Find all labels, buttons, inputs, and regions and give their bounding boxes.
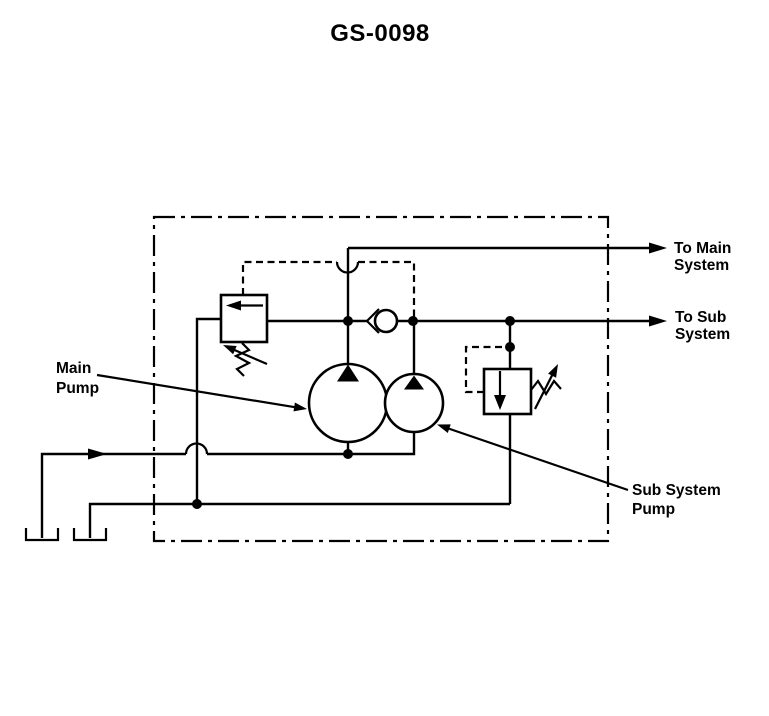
sub-pump-leader-arrowhead xyxy=(437,424,451,433)
pressure-valve-symbol xyxy=(482,364,562,416)
to-main-system-label-line2: System xyxy=(674,257,729,274)
suction-arrowhead xyxy=(88,448,107,460)
sub-system-pump-label-line1: Sub System xyxy=(632,482,721,499)
main-pump-symbol xyxy=(307,362,389,444)
check-valve-seat xyxy=(365,308,380,334)
junction-dot xyxy=(505,316,515,326)
junction-dot xyxy=(408,316,418,326)
main-pump-label-line2: Pump xyxy=(56,380,99,397)
tank-icon xyxy=(24,528,60,542)
main-pump-leader-line xyxy=(96,373,299,409)
pressure-valve-pilot-line xyxy=(464,345,510,394)
pressure-valve-flow-arrowhead xyxy=(494,395,506,410)
relief-valve-spring-icon xyxy=(233,342,252,377)
sub-pump-outlet-triangle xyxy=(404,375,424,390)
flow-arrowheads xyxy=(88,242,667,460)
junction-dot xyxy=(505,342,515,352)
enclosure-boundary xyxy=(152,215,610,543)
to-sub-arrowhead xyxy=(649,315,667,327)
suction-line-right xyxy=(207,432,416,456)
suction-line-left xyxy=(40,452,186,538)
pressure-valve-adjust-arrowhead xyxy=(548,364,558,378)
pilot-line-hop xyxy=(335,261,360,274)
junction-dot xyxy=(192,499,202,509)
check-valve-symbol xyxy=(365,308,399,334)
main-pump-leader-arrowhead xyxy=(293,402,307,412)
relief-valve-symbol xyxy=(219,293,269,377)
text-labels: To Main System To Sub System Main Pump S… xyxy=(56,240,731,518)
pressure-valve-body xyxy=(482,367,533,416)
relief-valve-adjust-arrowhead xyxy=(223,345,237,355)
main-pump-outlet-triangle xyxy=(337,364,359,382)
to-main-arrowhead xyxy=(649,242,667,254)
pressure-valve-adjust-arrow xyxy=(534,373,554,410)
sub-pump-leader-line xyxy=(446,426,629,492)
flow-lines xyxy=(40,246,652,538)
junction-dot xyxy=(343,449,353,459)
to-sub-system-label-line1: To Sub xyxy=(675,309,726,326)
pilot-lines xyxy=(241,260,510,394)
to-sub-system-label-line2: System xyxy=(675,326,730,343)
drawing-title: GS-0098 xyxy=(330,20,430,47)
sub-pump-circle xyxy=(383,372,445,434)
label-leaders xyxy=(96,373,629,492)
relief-drain-line xyxy=(195,317,221,504)
relief-pilot-line xyxy=(241,260,337,295)
reservoir-symbol-1 xyxy=(24,528,60,542)
check-valve-ball xyxy=(373,308,399,334)
junction-dot xyxy=(343,316,353,326)
main-pump-label-line1: Main xyxy=(56,360,91,377)
pressure-valve-spring-icon xyxy=(530,379,562,397)
drain-line xyxy=(88,502,510,538)
suction-line-hop xyxy=(184,442,209,455)
relief-valve-adjust-arrow xyxy=(232,348,268,366)
sub-pump-symbol xyxy=(383,372,445,434)
to-main-system-label-line1: To Main xyxy=(674,240,731,257)
reservoir-symbol-2 xyxy=(72,528,108,542)
relief-valve-body xyxy=(219,293,269,344)
relief-valve-flow-arrowhead xyxy=(226,300,241,311)
junction-dots xyxy=(192,316,515,509)
relief-pilot-line-right xyxy=(358,260,416,321)
tank-icon xyxy=(72,528,108,542)
sub-system-pump-label-line2: Pump xyxy=(632,501,675,518)
